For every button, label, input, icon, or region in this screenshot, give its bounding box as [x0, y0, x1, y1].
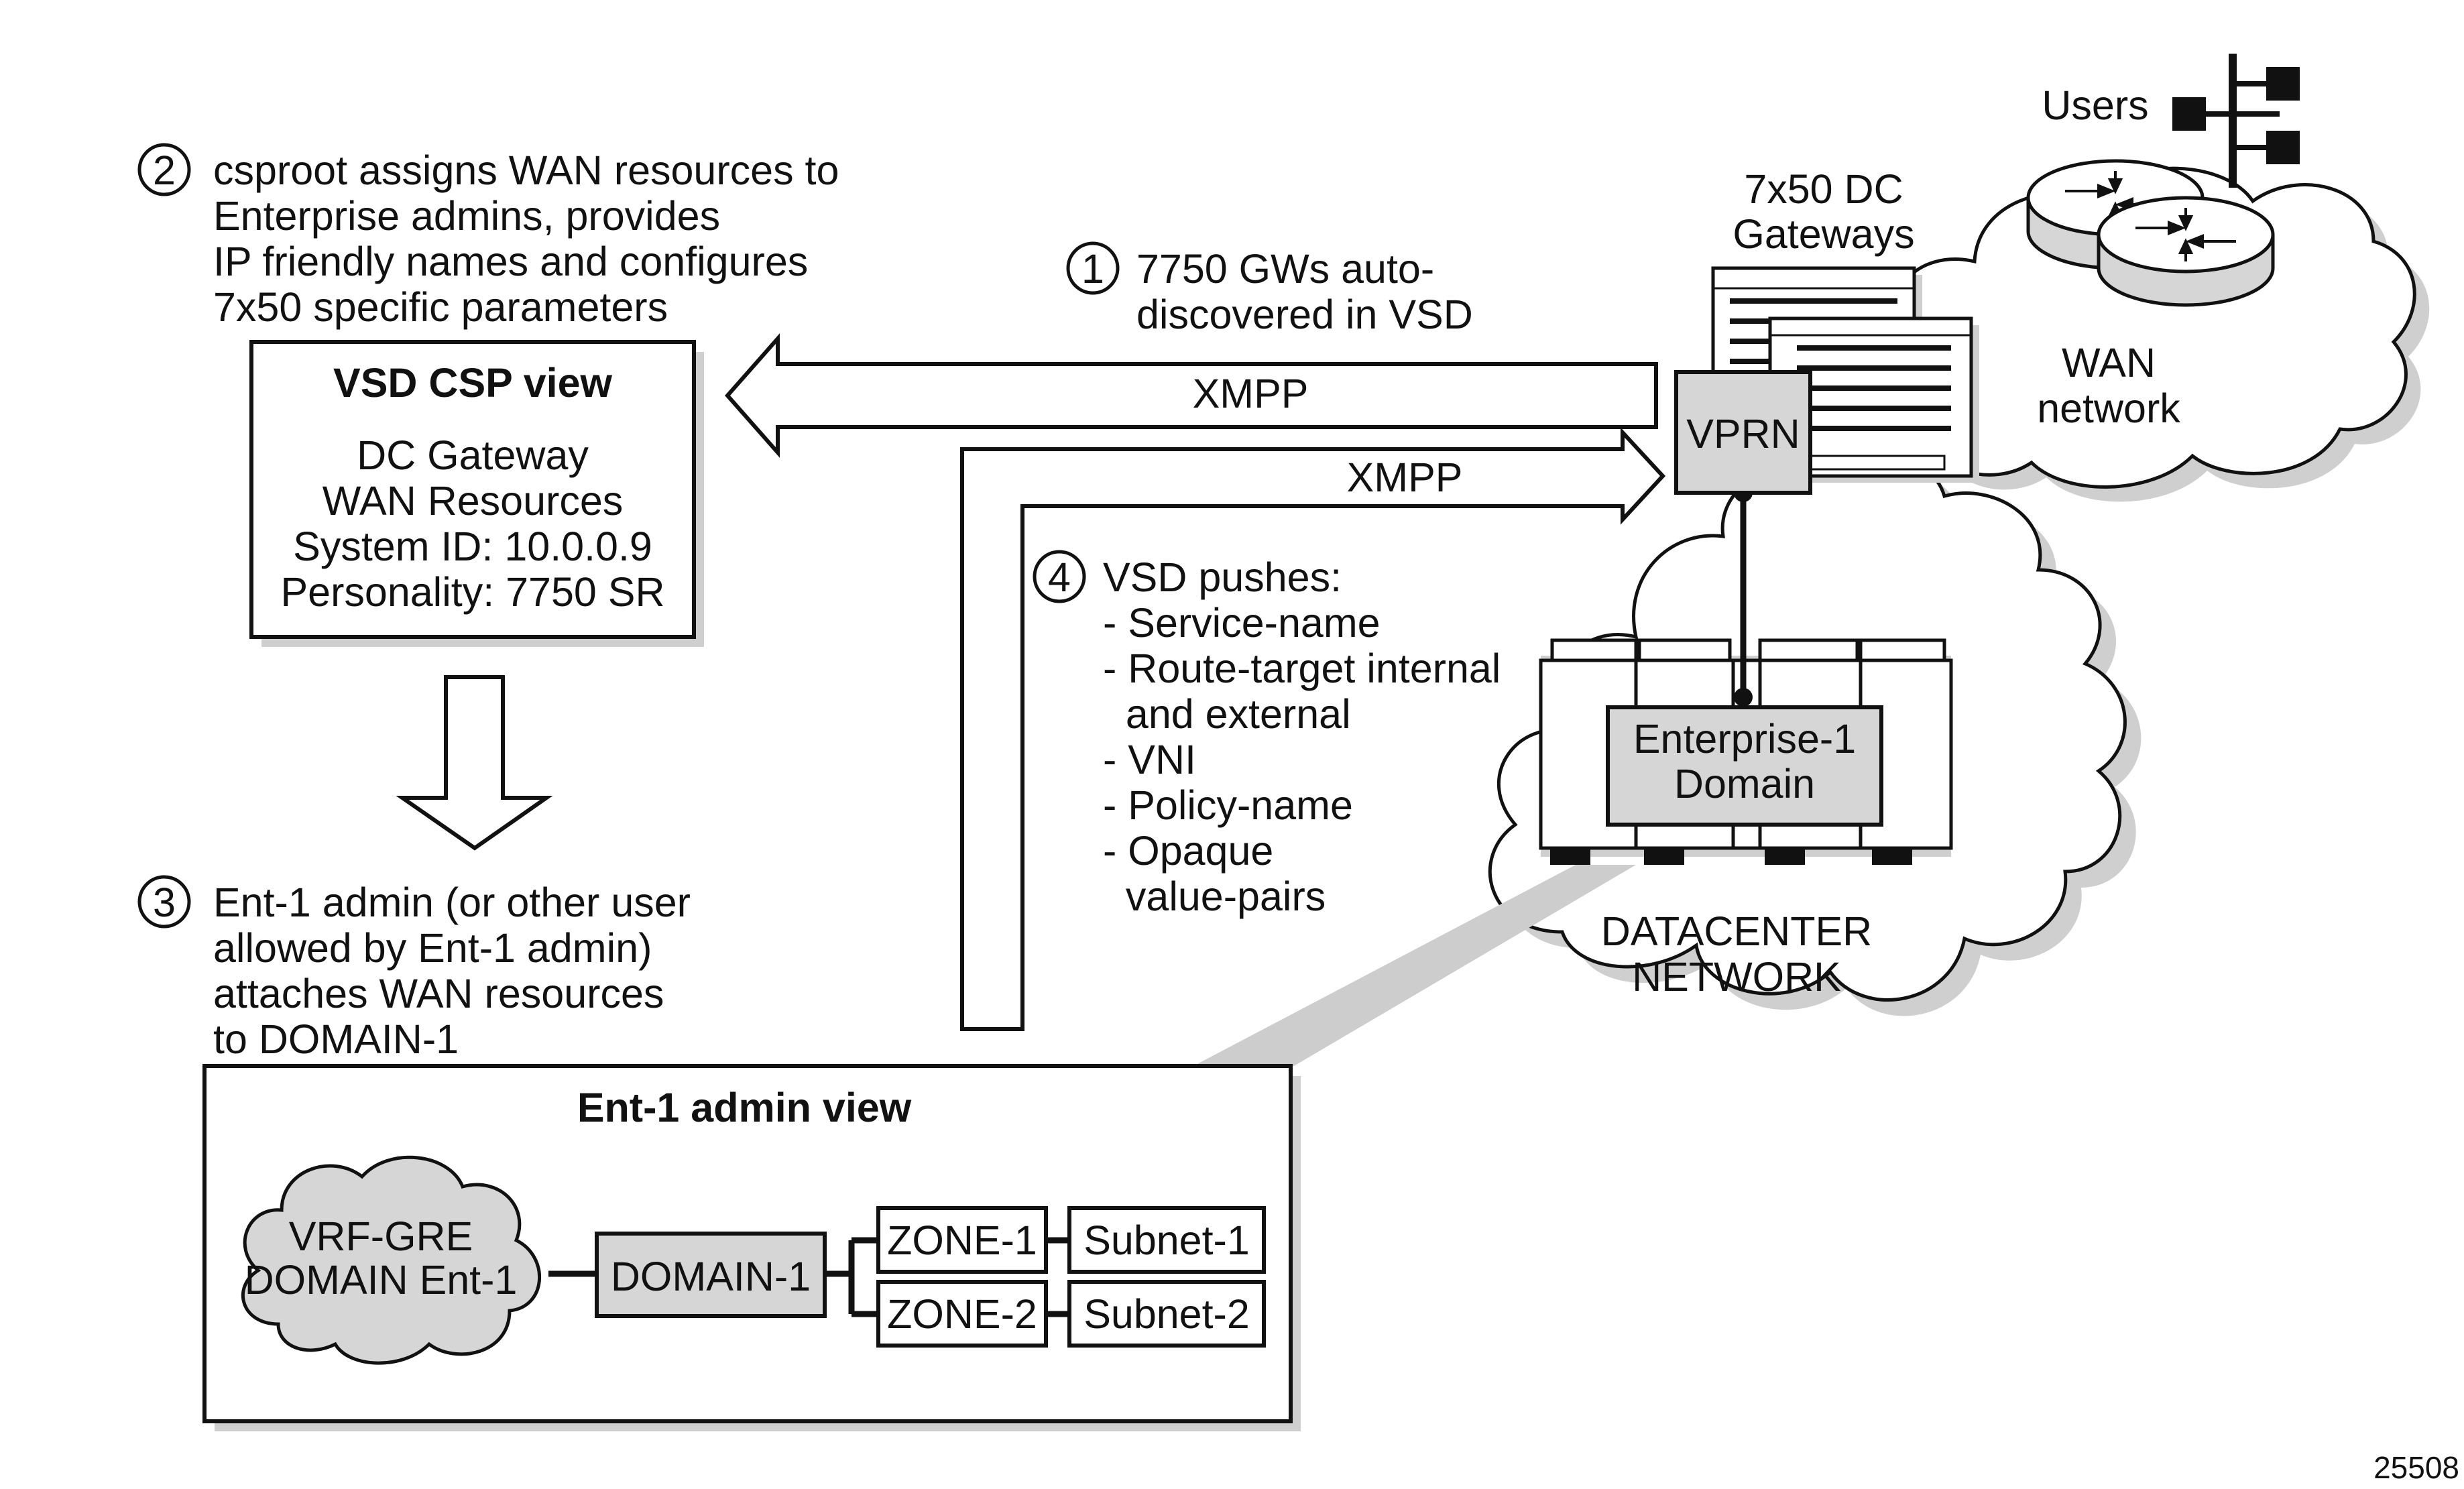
vrf-line2: DOMAIN Ent-1 [245, 1257, 518, 1303]
step-4-line2: - Route-target internal [1103, 646, 1501, 691]
step-4-line4: - VNI [1103, 737, 1196, 782]
step-4-line5: - Policy-name [1103, 782, 1353, 828]
router-icon [2097, 196, 2275, 307]
vprn-label: VPRN [1686, 411, 1800, 457]
vrf-gre-cloud[interactable]: VRF-GRE DOMAIN Ent-1 [241, 1155, 541, 1365]
step-3-line3: attaches WAN resources [213, 971, 664, 1016]
xmpp-right-label: XMPP [1347, 455, 1463, 500]
admin-view-title: Ent-1 admin view [577, 1085, 912, 1130]
step-3-line1: Ent-1 admin (or other user [213, 880, 691, 925]
subnet-1-box[interactable]: Subnet-1 [1067, 1206, 1266, 1274]
step-2: 2 csproot assigns WAN resources to Enter… [137, 143, 839, 330]
step-3-line4: to DOMAIN-1 [213, 1016, 459, 1062]
step-1: 1 7750 GWs auto- discovered in VSD [1066, 241, 1473, 337]
step-4-line3: and external [1103, 691, 1351, 737]
enterprise-1-domain-box[interactable]: Enterprise-1 Domain [1606, 705, 1883, 827]
xmpp-arrow-right: XMPP [960, 427, 1666, 1031]
csp-view-line4: Personality: 7750 SR [280, 569, 664, 615]
step-3-line2: allowed by Ent-1 admin) [213, 925, 652, 971]
domain-1-label: DOMAIN-1 [611, 1254, 811, 1299]
step-1-number: 1 [1081, 246, 1104, 292]
step-1-line1: 7750 GWs auto- [1136, 246, 1434, 292]
zone-2-box[interactable]: ZONE-2 [876, 1280, 1048, 1348]
step-4-line7: value-pairs [1103, 874, 1326, 919]
zone-2-label: ZONE-2 [887, 1291, 1037, 1337]
users-icon [2172, 54, 2300, 188]
domain-zone-links [825, 1237, 878, 1317]
domain-1-box[interactable]: DOMAIN-1 [595, 1232, 827, 1318]
enterprise-domain-line1: Enterprise-1 [1633, 716, 1856, 762]
xmpp-left-label: XMPP [1193, 371, 1309, 416]
zoom-wedge [1193, 865, 1636, 1066]
gateways-label-line2: Gateways [1733, 211, 1914, 257]
zone-1-box[interactable]: ZONE-1 [876, 1206, 1048, 1274]
step-3: 3 Ent-1 admin (or other user allowed by … [137, 875, 691, 1062]
step-4: 4 VSD pushes: - Service-name - Route-tar… [1033, 550, 1501, 919]
csp-view-line1: DC Gateway [357, 432, 589, 478]
csp-view-line3: System ID: 10.0.0.9 [293, 524, 652, 569]
vrf-line1: VRF-GRE [289, 1213, 473, 1259]
step-4-line6: - Opaque [1103, 828, 1273, 874]
ent-1-admin-view-box[interactable]: Ent-1 admin view [202, 1064, 1301, 1431]
step-2-line4: 7x50 specific parameters [213, 284, 668, 330]
subnet-2-label: Subnet-2 [1083, 1291, 1250, 1337]
csp-view-line2: WAN Resources [322, 478, 624, 524]
zone-1-label: ZONE-1 [887, 1217, 1037, 1263]
xmpp-arrow-left: XMPP [724, 333, 1658, 458]
step-2-line1: csproot assigns WAN resources to [213, 147, 839, 193]
enterprise-domain-line2: Domain [1674, 761, 1815, 807]
datacenter-label-line1: DATACENTER [1601, 908, 1872, 954]
step-2-line2: Enterprise admins, provides [213, 193, 720, 239]
users-label: Users [2042, 82, 2148, 128]
wan-label-line2: network [2037, 385, 2180, 431]
down-arrow [396, 675, 553, 851]
vprn-box[interactable]: VPRN [1674, 370, 1812, 495]
step-3-number: 3 [153, 880, 176, 925]
subnet-1-label: Subnet-1 [1083, 1217, 1250, 1263]
csp-view-title: VSD CSP view [333, 360, 612, 406]
step-4-line1: - Service-name [1103, 600, 1381, 646]
datacenter-label-line2: NETWORK [1632, 954, 1841, 1000]
wan-cloud [1877, 166, 2430, 502]
gateway-chassis-icon [1768, 316, 1979, 483]
step-2-line3: IP friendly names and configures [213, 239, 808, 284]
figure-id: 25508 [2373, 1450, 2459, 1485]
step-2-number: 2 [153, 147, 176, 193]
wan-label-line1: WAN [2062, 340, 2156, 385]
step-4-number: 4 [1048, 554, 1071, 600]
subnet-2-box[interactable]: Subnet-2 [1067, 1280, 1266, 1348]
vsd-csp-view-box[interactable]: VSD CSP view DC Gateway WAN Resources Sy… [249, 340, 704, 647]
gateways-label-line1: 7x50 DC [1744, 166, 1903, 212]
step-4-title: VSD pushes: [1103, 554, 1342, 600]
step-1-line2: discovered in VSD [1136, 292, 1473, 337]
